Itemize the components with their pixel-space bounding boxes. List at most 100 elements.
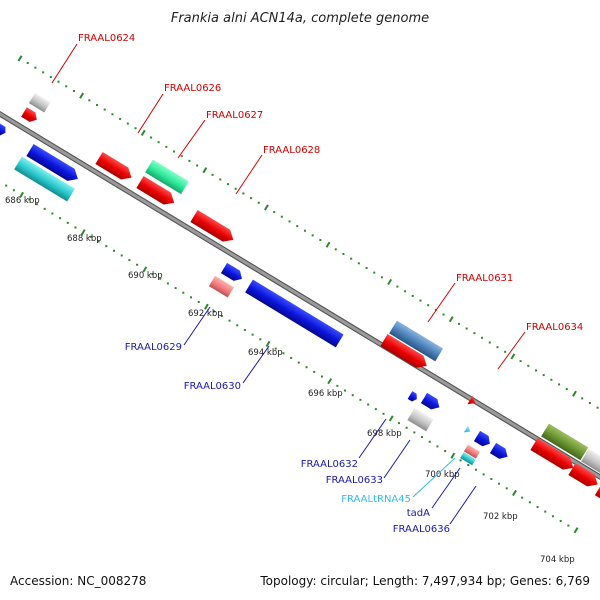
gene-feature[interactable]	[14, 156, 75, 202]
label-tada[interactable]: tadA	[407, 508, 430, 519]
gene-feature-fraal0634[interactable]	[467, 395, 477, 408]
track-dot	[103, 108, 106, 111]
gene-feature-fraal0633[interactable]	[407, 408, 434, 432]
gene-feature-fraal0628[interactable]	[190, 210, 237, 246]
track-dot	[436, 445, 439, 448]
track-dot	[551, 515, 554, 518]
gene-feature[interactable]	[136, 176, 177, 209]
track-dot	[190, 296, 193, 299]
track-dot	[413, 431, 416, 434]
track-dot	[421, 436, 424, 439]
track-dot	[534, 369, 537, 372]
track-tick-mark	[325, 241, 331, 248]
gene-feature[interactable]	[460, 452, 476, 466]
track-dot	[51, 212, 54, 215]
gene-feature[interactable]	[0, 122, 8, 137]
track-dot	[197, 301, 200, 304]
track-dot	[228, 319, 231, 322]
label-fraal0632[interactable]: FRAAL0632	[301, 459, 358, 470]
gene-feature-grey[interactable]	[28, 92, 51, 113]
track-dot	[428, 440, 431, 443]
track-dot	[5, 184, 8, 187]
gene-feature[interactable]	[208, 275, 234, 298]
label-fraal0624[interactable]: FRAAL0624	[78, 33, 135, 44]
track-dot	[280, 215, 283, 218]
track-dot	[105, 245, 108, 248]
label-fraaltrna45[interactable]: FRAALtRNA45	[341, 494, 411, 505]
track-dot	[173, 150, 176, 153]
track-dot	[504, 350, 507, 353]
gene-feature[interactable]	[420, 392, 443, 413]
track-dot	[357, 262, 360, 265]
track-dot	[396, 285, 399, 288]
track-dot	[482, 473, 485, 476]
track-dot	[342, 253, 345, 256]
label-fraal0627[interactable]: FRAAL0627	[206, 110, 263, 121]
gene-feature-tada[interactable]	[473, 430, 493, 449]
track-dot	[550, 378, 553, 381]
gene-feature-fraal0629[interactable]	[220, 262, 245, 284]
track-tick-mark	[450, 452, 456, 459]
label-fraal0630[interactable]: FRAAL0630	[184, 381, 241, 392]
track-tick-mark	[388, 415, 394, 422]
tick-label: 702 kbp	[483, 512, 518, 522]
track-dot	[498, 482, 501, 485]
track-dot	[374, 408, 377, 411]
gene-feature-fraal0631[interactable]	[389, 320, 444, 362]
track-dot	[251, 333, 254, 336]
gene-feature[interactable]	[581, 448, 600, 477]
gene-feature-fraaltrna45[interactable]	[463, 425, 472, 435]
gene-feature-fraal0627[interactable]	[145, 159, 189, 195]
gene-feature[interactable]	[380, 334, 430, 372]
label-fraal0626[interactable]: FRAAL0626	[164, 83, 221, 94]
track-dot	[542, 374, 545, 377]
track-dot	[467, 464, 470, 467]
track-dot	[311, 234, 314, 237]
track-dot	[111, 113, 114, 116]
gene-feature-fraal0636[interactable]	[489, 442, 511, 462]
track-tick-mark	[448, 316, 454, 323]
track-dot	[351, 394, 354, 397]
gene-feature[interactable]	[541, 423, 589, 461]
label-fraal0631[interactable]: FRAAL0631	[456, 273, 513, 284]
gene-feature[interactable]	[530, 438, 577, 474]
gene-feature-fraal0630[interactable]	[245, 279, 344, 348]
track-dot	[226, 183, 229, 186]
tick-label: 690 kbp	[128, 271, 163, 281]
gene-feature-fraal0632[interactable]	[407, 391, 420, 403]
label-fraal0633[interactable]: FRAAL0633	[326, 475, 383, 486]
track-dot	[419, 299, 422, 302]
track-dot	[74, 226, 77, 229]
label-fraal0634[interactable]: FRAAL0634	[526, 322, 583, 333]
track-dot	[496, 346, 499, 349]
track-dot	[159, 277, 162, 280]
topology-text: Topology: circular; Length: 7,497,934 bp…	[259, 574, 590, 588]
track-dot	[59, 217, 62, 220]
gene-features	[0, 92, 600, 501]
track-dot	[382, 412, 385, 415]
track-dot	[113, 249, 116, 252]
gene-feature[interactable]	[463, 444, 481, 459]
track-dot	[134, 127, 137, 130]
track-dot	[442, 313, 445, 316]
label-fraal0636[interactable]: FRAAL0636	[393, 524, 450, 535]
gene-feature[interactable]	[26, 144, 81, 185]
track-dot	[305, 366, 308, 369]
track-dot	[559, 519, 562, 522]
gene-feature[interactable]	[594, 484, 600, 501]
gene-feature-fraal0626[interactable]	[95, 152, 135, 184]
track-dot	[72, 89, 75, 92]
gene-feature[interactable]	[568, 463, 600, 491]
track-dot	[97, 240, 100, 243]
track-dot	[565, 388, 568, 391]
label-fraal0629[interactable]: FRAAL0629	[125, 342, 182, 353]
track-dot	[296, 225, 299, 228]
track-dot	[43, 207, 46, 210]
track-dot	[188, 159, 191, 162]
track-tick-mark	[202, 167, 208, 174]
label-fraal0628[interactable]: FRAAL0628	[263, 145, 320, 156]
gene-feature-fraal0624[interactable]	[21, 107, 40, 124]
track-dot	[474, 468, 477, 471]
track-tick-mark	[80, 229, 86, 236]
